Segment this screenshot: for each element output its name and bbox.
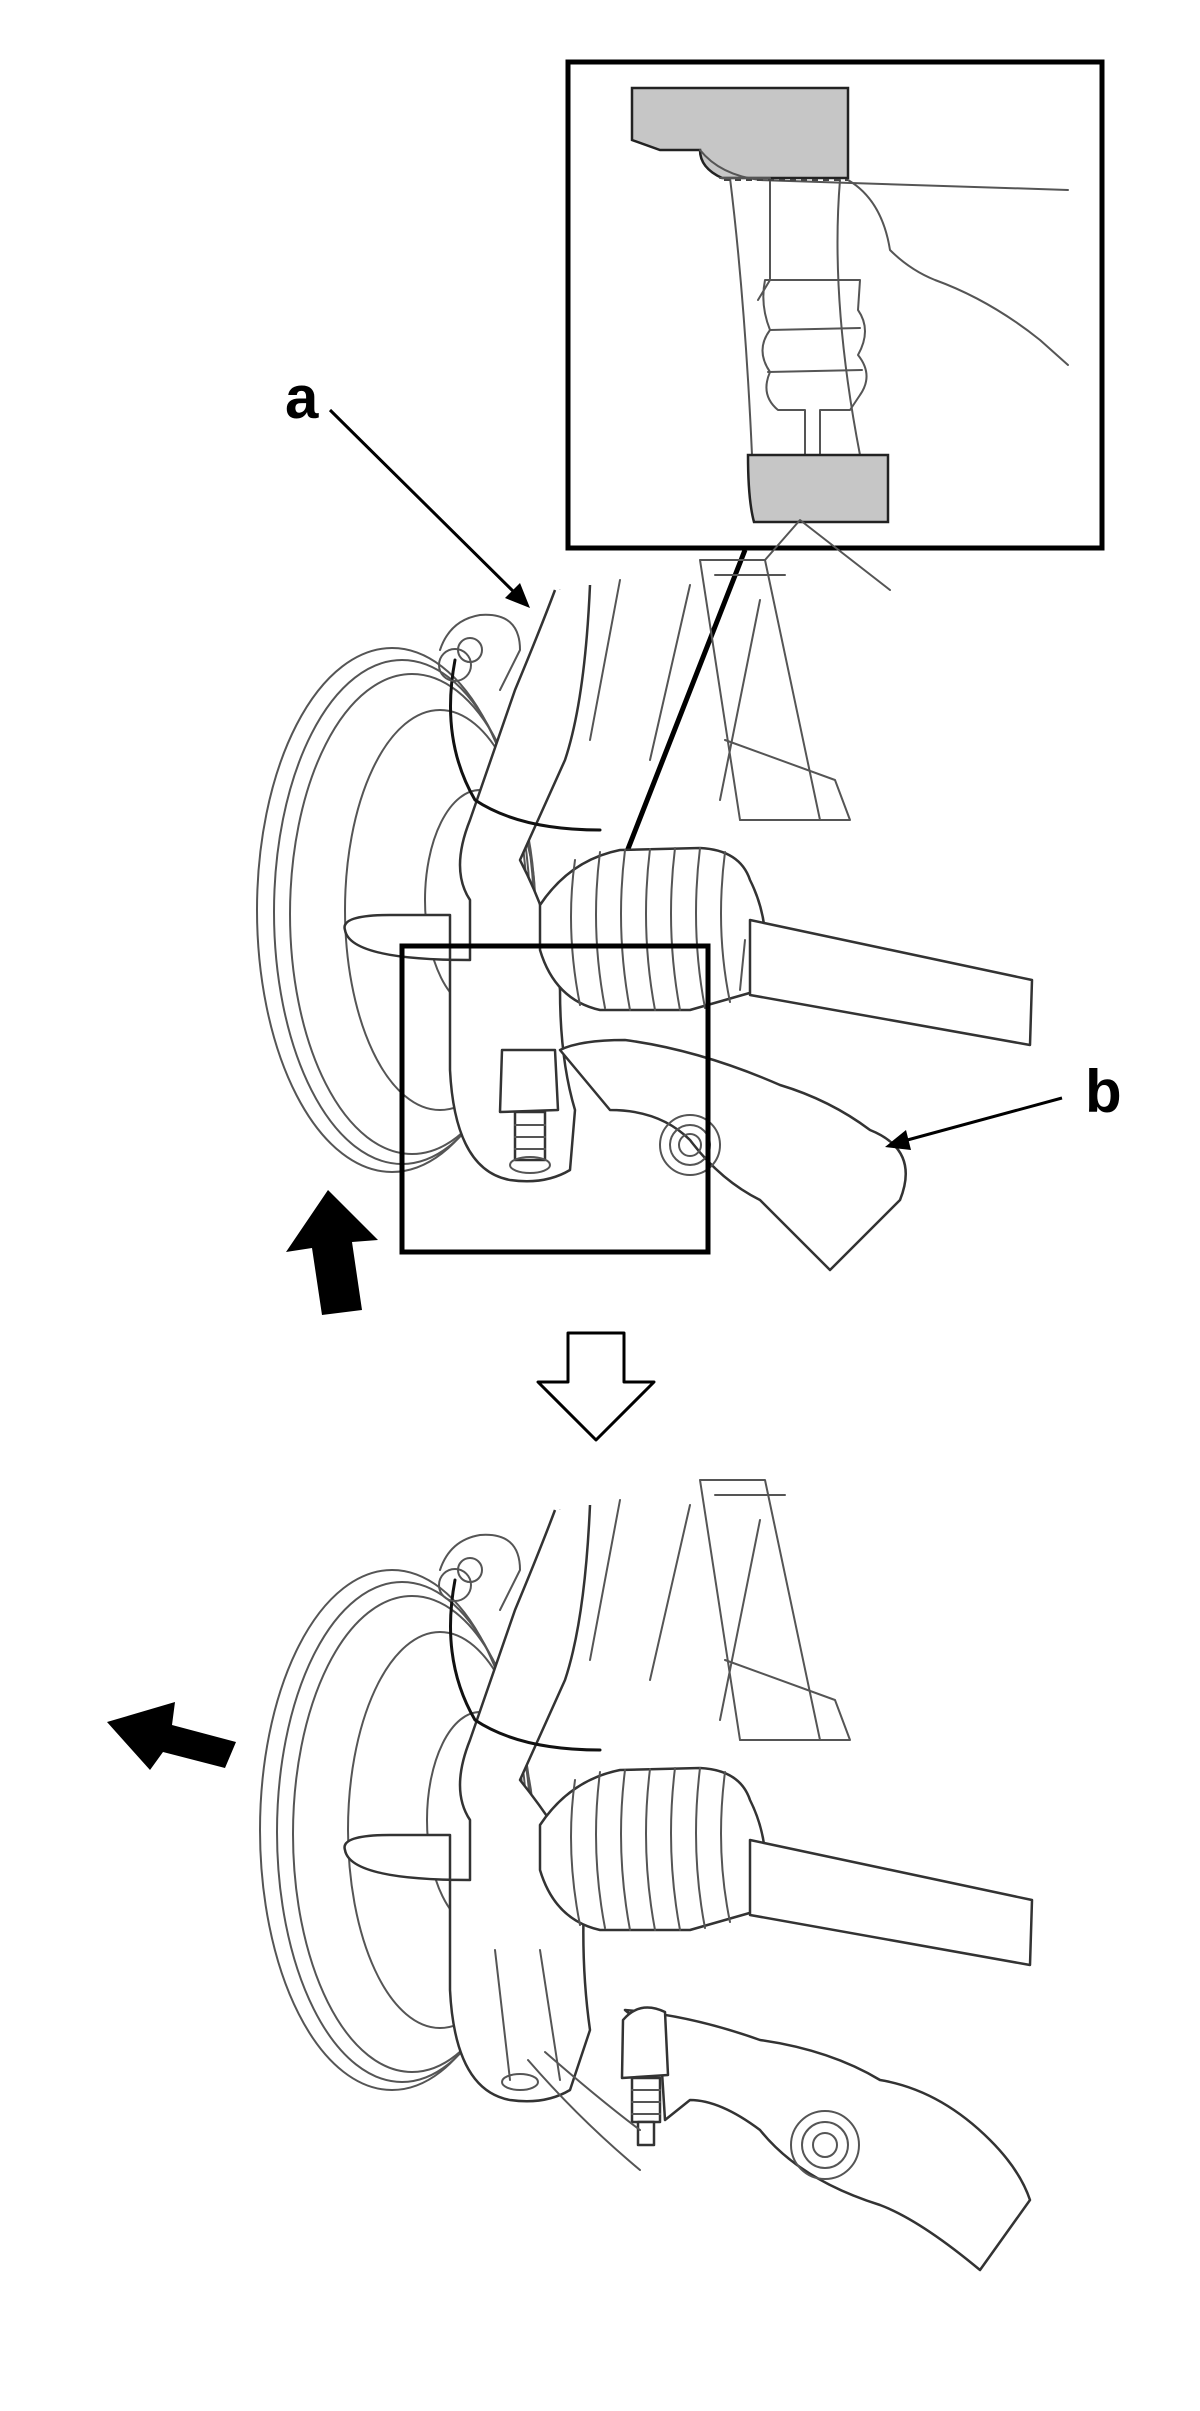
detail-inset [565,59,1105,551]
top-assembly [256,519,1034,1272]
callout-label-b: b [1085,1058,1122,1125]
callout-a-leader [328,408,522,600]
detail-highlight-box [399,943,711,1255]
callout-b-leader [899,1096,1063,1144]
hollow-arrow-down-icon [536,1331,656,1442]
bottom-assembly [259,1479,1034,2272]
callout-a-arrowhead [505,583,530,608]
inset-leader-line [605,549,748,901]
solid-arrow-up-icon [286,1190,378,1315]
callout-b-arrowhead [885,1130,911,1150]
callout-label-a: a [285,364,319,431]
solid-arrow-left-icon [107,1702,236,1770]
